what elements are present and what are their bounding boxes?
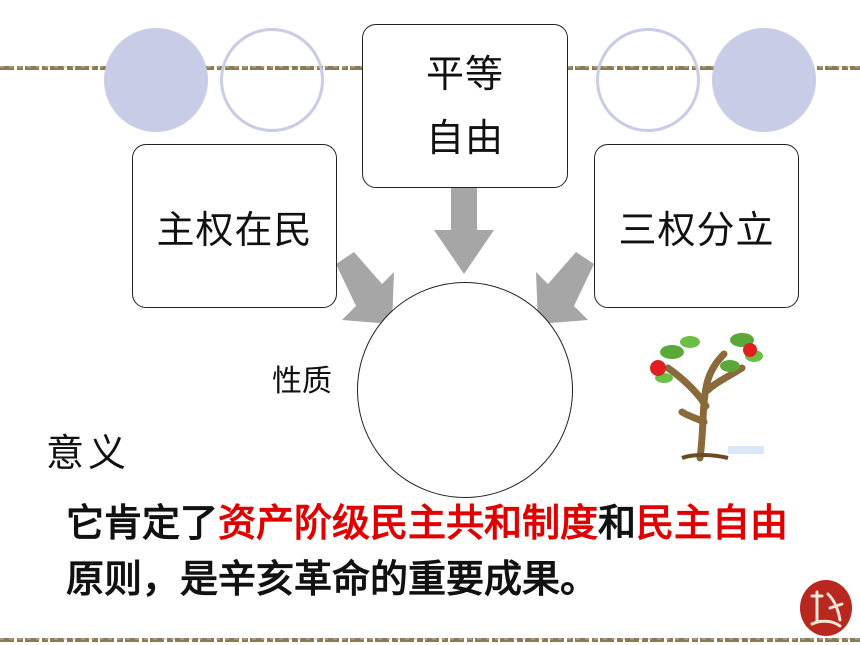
box-equality-freedom: 平等 自由	[362, 24, 568, 188]
arrow-left-in-icon	[336, 252, 394, 324]
seal-stamp-icon	[800, 580, 852, 636]
box-separation-of-powers-label: 三权分立	[618, 207, 775, 252]
meaning-text-part1: 它肯定了	[66, 501, 219, 545]
rope-bottom-decoration	[0, 638, 860, 642]
decorative-circle-outline-left	[220, 28, 324, 132]
arrow-right-in-icon	[536, 252, 594, 324]
decorative-circle-outline-right	[596, 28, 700, 132]
box-freedom-label: 自由	[425, 116, 504, 160]
box-equality-label: 平等	[425, 52, 504, 96]
nature-label: 性质	[272, 364, 332, 399]
box-popular-sovereignty: 主权在民	[132, 144, 337, 308]
meaning-text-part5: 原则，是辛亥革命的重要成果。	[66, 557, 599, 601]
arrow-down-icon	[434, 186, 494, 274]
decorative-circle-filled-left	[104, 28, 208, 132]
box-separation-of-powers: 三权分立	[594, 144, 799, 308]
apple-tree-icon	[650, 333, 764, 462]
meaning-text-highlight2: 民主自由	[636, 501, 789, 545]
meaning-text-part3: 和	[598, 501, 637, 545]
decorative-circle-filled-right	[712, 28, 816, 132]
center-circle	[357, 282, 573, 498]
meaning-label: 意义	[46, 431, 131, 475]
box-popular-sovereignty-label: 主权在民	[156, 207, 313, 252]
meaning-text: 它肯定了资产阶级民主共和制度和民主自由原则，是辛亥革命的重要成果。	[66, 495, 826, 607]
meaning-text-highlight1: 资产阶级民主共和制度	[218, 501, 599, 545]
